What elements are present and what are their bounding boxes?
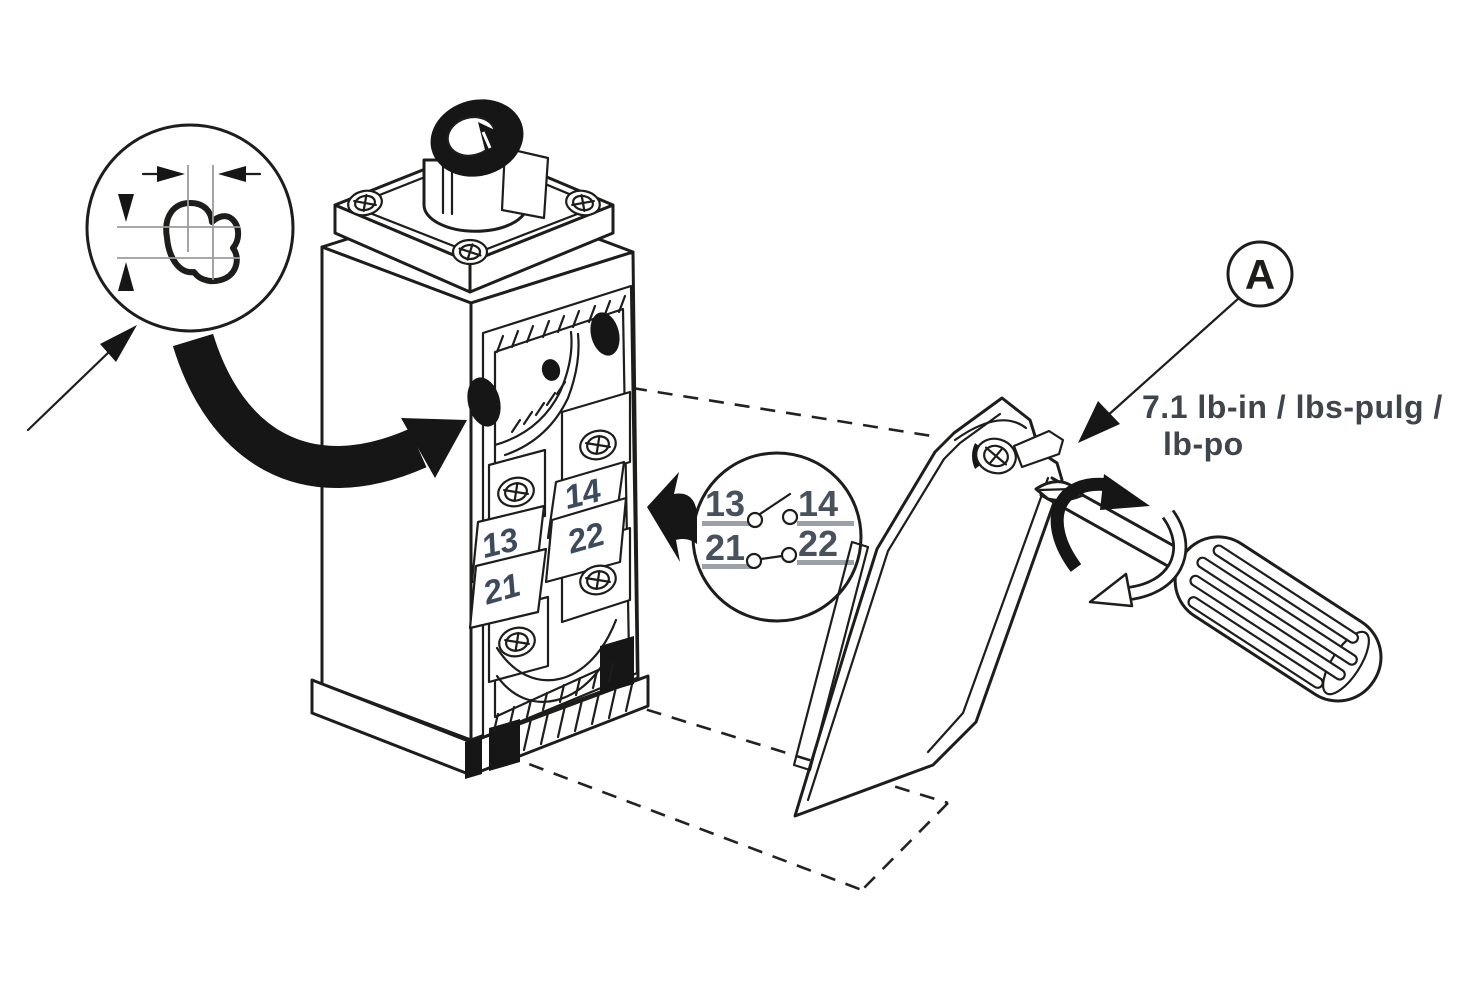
circuit-label-22: 22 xyxy=(798,523,838,564)
roller-wheel-icon xyxy=(430,99,524,177)
rotation-arrow-white xyxy=(1088,509,1188,608)
circuit-detail-circle: 13 14 21 22 xyxy=(691,451,863,623)
callout-a-arrowhead xyxy=(1078,401,1120,443)
label-face-22 xyxy=(544,496,628,584)
mounting-detail-circle xyxy=(85,123,295,333)
compartment-top-hatching xyxy=(495,294,627,354)
torque-note-line-1: 7.1 lb-in / lbs-pulg / xyxy=(1142,389,1443,425)
terminal-screw-icon xyxy=(579,429,617,461)
underline-22 xyxy=(797,560,854,565)
callout-a: A xyxy=(1078,240,1294,443)
switch-body-left-face xyxy=(320,245,473,742)
screwdriver xyxy=(1034,474,1383,703)
underline-13 xyxy=(702,521,752,526)
torque-note-line-2: lb-po xyxy=(1163,426,1244,462)
terminal-compartment: 14 22 13 21 xyxy=(465,284,639,779)
roller-plunger xyxy=(422,99,550,233)
terminal-label-14: 14 xyxy=(560,471,605,516)
left-arrow-icon xyxy=(647,472,697,562)
contact-lever-closed xyxy=(759,554,784,561)
label-face-21 xyxy=(468,547,548,630)
slot-profile-shape xyxy=(163,200,242,285)
underline-21 xyxy=(702,564,752,569)
dimension-lines xyxy=(117,165,240,280)
head-screw-icon xyxy=(347,189,383,217)
shroud-hatching xyxy=(510,380,567,434)
terminal-screw-icon xyxy=(579,564,617,596)
circuit-label-21: 21 xyxy=(705,527,745,568)
roller-axle-detail xyxy=(478,122,499,158)
underline-14 xyxy=(797,521,854,526)
circuit-label-13: 13 xyxy=(705,483,745,524)
terminal-label-13: 13 xyxy=(477,520,522,565)
cover-slot xyxy=(792,540,870,772)
head-screw-icon xyxy=(451,238,489,266)
mounting-holes xyxy=(467,312,620,427)
terminal-screw-icon xyxy=(498,626,536,658)
plunger-fork-cheek xyxy=(500,146,550,220)
limit-switch: 14 22 13 21 xyxy=(310,99,650,779)
rotation-arrow-black xyxy=(1050,474,1150,572)
wire-channel xyxy=(495,618,618,682)
cover-plate xyxy=(792,396,1065,818)
contact-lever-open xyxy=(758,492,792,516)
head-screw-icon xyxy=(565,189,601,217)
compartment-bottom-hatching xyxy=(492,662,615,733)
cover-screw-icon xyxy=(975,437,1017,475)
circuit-label-14: 14 xyxy=(798,483,838,524)
screwdriver-handle xyxy=(1173,535,1383,703)
dimension-arrow-icons xyxy=(118,166,262,291)
terminal-screw-icon xyxy=(497,476,535,508)
callout-a-label: A xyxy=(1245,251,1275,298)
projection-dashed-lines xyxy=(504,386,949,892)
cover-screw-bracket xyxy=(1012,429,1065,469)
curved-arrow-to-switch xyxy=(172,333,467,488)
detail-leader-arrow xyxy=(26,325,137,432)
torque-note: 7.1 lb-in / lbs-pulg / lb-po xyxy=(1142,389,1443,462)
